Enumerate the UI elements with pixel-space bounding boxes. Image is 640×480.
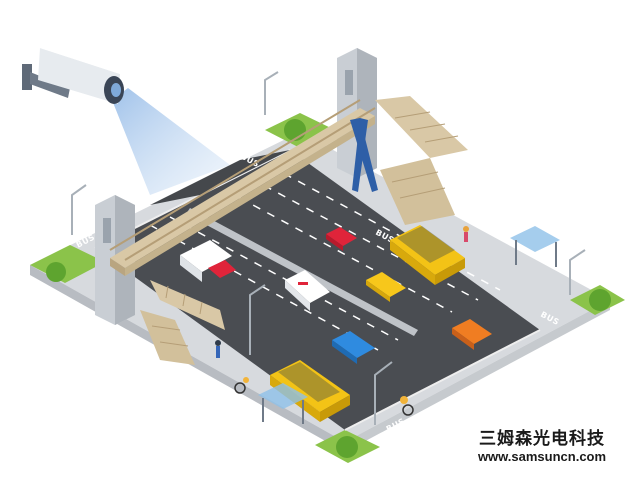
pedestrian bbox=[215, 226, 469, 358]
yellow-taxi bbox=[366, 272, 406, 302]
company-url: www.samsuncn.com bbox=[477, 449, 607, 464]
street-lamp bbox=[71, 71, 586, 425]
company-name: 三姆森光电科技 bbox=[479, 429, 605, 449]
grass-corner-bottom bbox=[315, 430, 380, 463]
yellow-bus-right bbox=[390, 225, 465, 285]
grass-corner-left bbox=[30, 245, 105, 283]
orange-car bbox=[452, 319, 492, 350]
pedestrian-footbridge bbox=[109, 99, 378, 276]
cctv-camera-icon bbox=[22, 40, 130, 104]
grass-corner-right bbox=[570, 285, 625, 315]
white-box-truck bbox=[180, 240, 236, 282]
stairs-left bbox=[140, 280, 225, 365]
red-car bbox=[326, 227, 357, 251]
bus-stop-right bbox=[510, 226, 560, 267]
cyclist bbox=[234, 377, 414, 416]
ambulance bbox=[285, 270, 330, 311]
camera-beam bbox=[112, 88, 230, 195]
stairs-right bbox=[375, 96, 468, 225]
bus-stop-bottom bbox=[258, 383, 308, 424]
company-watermark: 三姆森光电科技 www.samsuncn.com bbox=[452, 424, 632, 464]
blue-car bbox=[332, 331, 375, 364]
